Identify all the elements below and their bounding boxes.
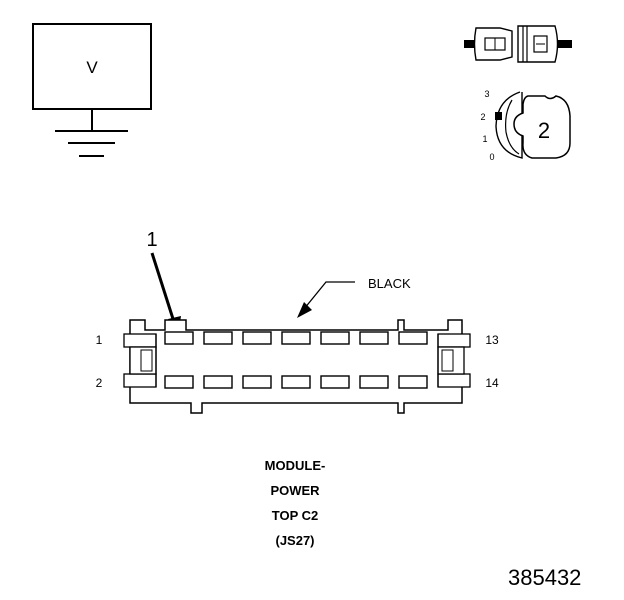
terminal-cavity-top-1 <box>164 331 194 345</box>
pin-label-14: 14 <box>485 376 499 390</box>
caption-line-1: MODULE- <box>264 458 326 473</box>
test-lead-connector-icon <box>464 25 572 63</box>
pin-label-13: 13 <box>485 333 499 347</box>
terminal-cavity-top-3 <box>242 331 272 345</box>
voltmeter: V <box>32 23 152 157</box>
pin-label-1: 1 <box>96 333 103 347</box>
terminal-cavity-bottom-5 <box>320 375 350 389</box>
voltmeter-label: V <box>86 58 98 77</box>
terminal-cavity-top-5 <box>320 331 350 345</box>
range-label-1: 1 <box>482 134 487 144</box>
range-label-3: 3 <box>484 89 489 99</box>
connector-caption: MODULE- POWER TOP C2 (JS27) <box>200 453 390 553</box>
caption-line-2: POWER <box>270 483 320 498</box>
range-label-0: 0 <box>489 152 494 162</box>
pin-label-2: 2 <box>96 376 103 390</box>
color-callout: BLACK <box>297 276 411 318</box>
terminal-cavity-bottom-1 <box>164 375 194 389</box>
right-latch <box>437 333 471 388</box>
connector-color-label: BLACK <box>368 276 411 291</box>
terminal-cavity-top-2 <box>203 331 233 345</box>
probe-position-marker <box>495 112 502 120</box>
terminal-cavities <box>164 331 428 389</box>
caption-line-3: TOP C2 <box>271 508 319 523</box>
terminal-cavity-bottom-3 <box>242 375 272 389</box>
ground-icon <box>55 130 128 157</box>
left-latch <box>123 333 157 388</box>
terminal-cavity-top-7 <box>398 331 428 345</box>
terminal-cavity-bottom-2 <box>203 375 233 389</box>
terminal-cavity-bottom-4 <box>281 375 311 389</box>
connector-body <box>123 319 471 414</box>
probe-size-label: 2 <box>538 118 550 143</box>
callout-number: 1 <box>146 229 157 251</box>
terminal-cavity-top-4 <box>281 331 311 345</box>
callout-arrow-line <box>150 252 176 323</box>
terminal-cavity-top-6 <box>359 331 389 345</box>
terminal-cavity-bottom-6 <box>359 375 389 389</box>
probe-range-icon: 3 2 1 0 2 <box>480 89 571 162</box>
range-label-2: 2 <box>480 112 485 122</box>
figure-id: 385432 <box>508 565 582 590</box>
terminal-cavity-bottom-7 <box>398 375 428 389</box>
caption-line-4: (JS27) <box>275 533 315 548</box>
